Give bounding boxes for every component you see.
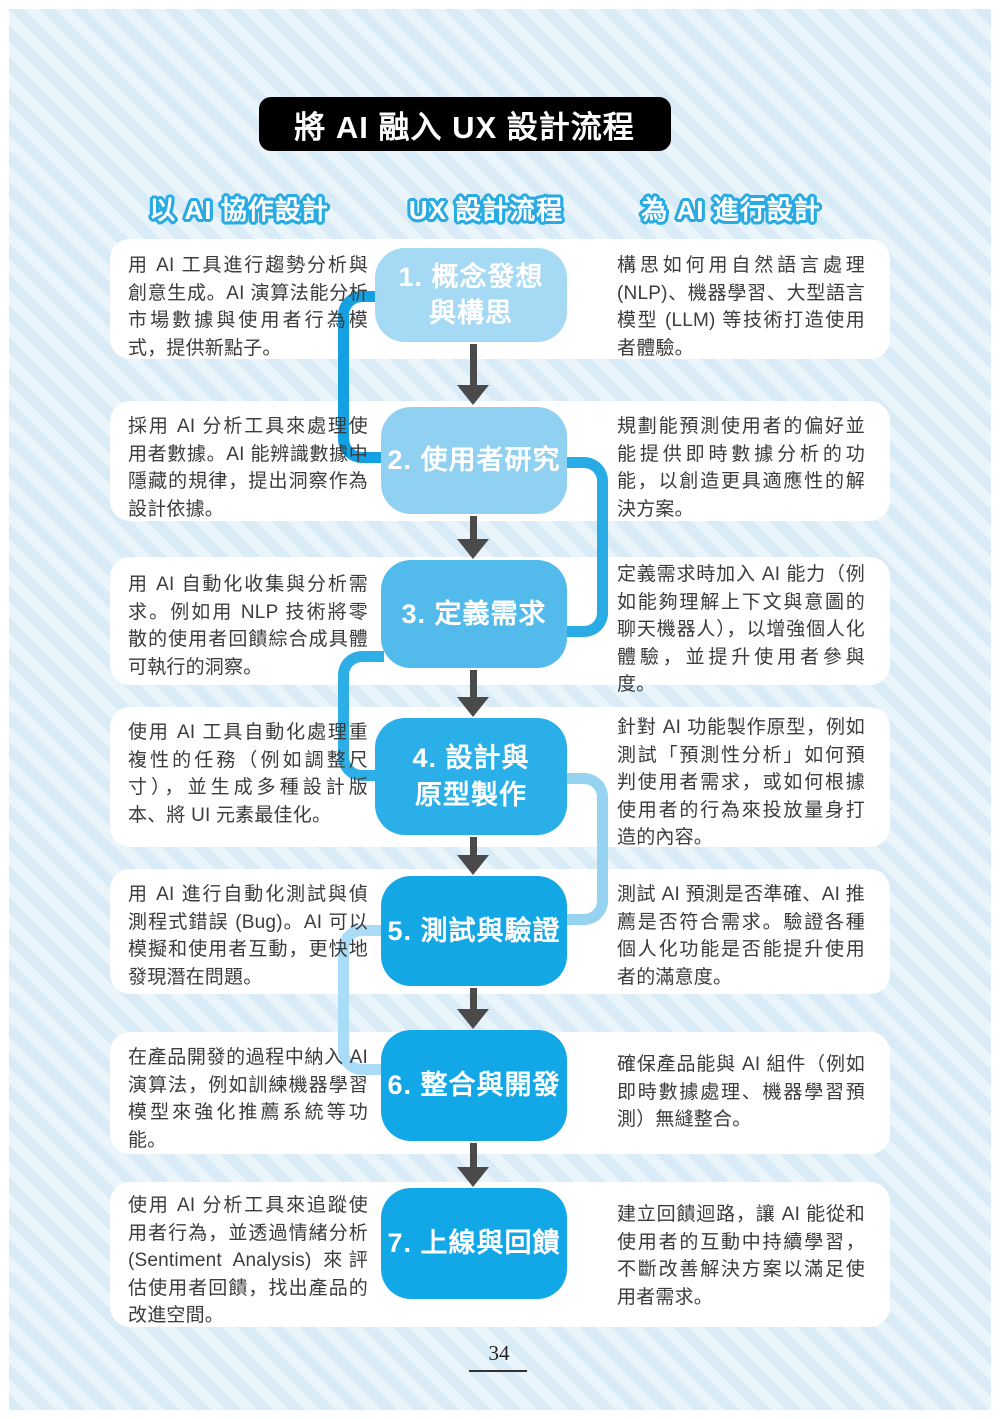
down-arrow-icon [455, 516, 491, 559]
down-arrow-icon [455, 837, 491, 875]
step4-right-note: 針對 AI 功能製作原型，例如測試「預測性分析」如何預判使用者需求，或如何根據使… [617, 717, 865, 849]
step1-left-note: 用 AI 工具進行趨勢分析與創意生成。AI 演算法能分析市場數據與使用者行為模式… [128, 255, 368, 359]
page-number: 34 [488, 1341, 510, 1365]
connector-step4-step5 [560, 773, 608, 925]
connector-step5-step6 [338, 925, 384, 1075]
down-arrow-icon [455, 988, 491, 1029]
step-box-7-launch-feedback: 7. 上線與回饋 [381, 1188, 567, 1299]
step3-right-note: 定義需求時加入 AI 能力（例如能夠理解上下文與意圖的聊天機器人），以增強個人化… [617, 564, 865, 696]
step5-right-note: 測試 AI 預測是否準確、AI 推薦是否符合需求。驗證各種個人化功能是否能提升使… [617, 884, 865, 988]
step-box-1-ideation: 1. 概念發想 與構思 [375, 248, 567, 342]
step1-right-note: 構思如何用自然語言處理 (NLP)、機器學習、大型語言模型 (LLM) 等技術打… [617, 255, 865, 359]
step6-right-note: 確保產品能與 AI 組件（例如即時數據處理、機器學習預測）無縫整合。 [617, 1054, 865, 1131]
striped-background: 將 AI 融入 UX 設計流程 以 AI 協作設計 UX 設計流程 為 AI 進… [9, 9, 991, 1410]
down-arrow-icon [455, 344, 491, 405]
down-arrow-icon [455, 1143, 491, 1187]
column-header-ux-process: UX 設計流程 [408, 194, 564, 225]
down-arrow-icon [455, 670, 491, 717]
step5-left-note: 用 AI 進行自動化測試與偵測程式錯誤 (Bug)。AI 可以模擬和使用者互動，… [128, 884, 368, 988]
step7-left-note: 使用 AI 分析工具來追蹤使用者行為，並透過情緒分析 (Sentiment An… [128, 1195, 368, 1327]
column-header-collaborate-with-ai: 以 AI 協作設計 [149, 194, 329, 225]
step-box-4-design-prototype: 4. 設計與 原型製作 [375, 718, 567, 835]
connector-step2-step3 [560, 457, 608, 637]
step-box-5-test-validate: 5. 測試與驗證 [381, 876, 567, 986]
step-box-2-user-research: 2. 使用者研究 [381, 407, 567, 514]
step-box-3-define-requirements: 3. 定義需求 [381, 560, 567, 668]
step6-left-note: 在產品開發的過程中納入 AI 演算法，例如訓練機器學習模型來強化推薦系統等功能。 [128, 1047, 368, 1151]
connector-step3-step4 [338, 651, 384, 781]
step2-left-note: 採用 AI 分析工具來處理使用者數據。AI 能辨識數據中隱藏的規律，提出洞察作為… [128, 416, 368, 520]
step4-left-note: 使用 AI 工具自動化處理重複性的任務（例如調整尺寸），並生成多種設計版本、將 … [128, 722, 368, 826]
page-title: 將 AI 融入 UX 設計流程 [258, 97, 671, 151]
step7-right-note: 建立回饋迴路，讓 AI 能從和使用者的互動中持續學習，不斷改善解決方案以滿足使用… [617, 1204, 865, 1308]
step-box-6-integrate-develop: 6. 整合與開發 [381, 1030, 567, 1141]
step2-right-note: 規劃能預測使用者的偏好並能提供即時數據分析的功能，以創造更具適應性的解決方案。 [617, 416, 865, 520]
connector-step1-step2 [338, 291, 384, 463]
column-header-design-for-ai: 為 AI 進行設計 [641, 194, 821, 225]
step3-left-note: 用 AI 自動化收集與分析需求。例如用 NLP 技術將零散的使用者回饋綜合成具體… [128, 574, 368, 678]
page-number-underline [469, 1370, 527, 1372]
